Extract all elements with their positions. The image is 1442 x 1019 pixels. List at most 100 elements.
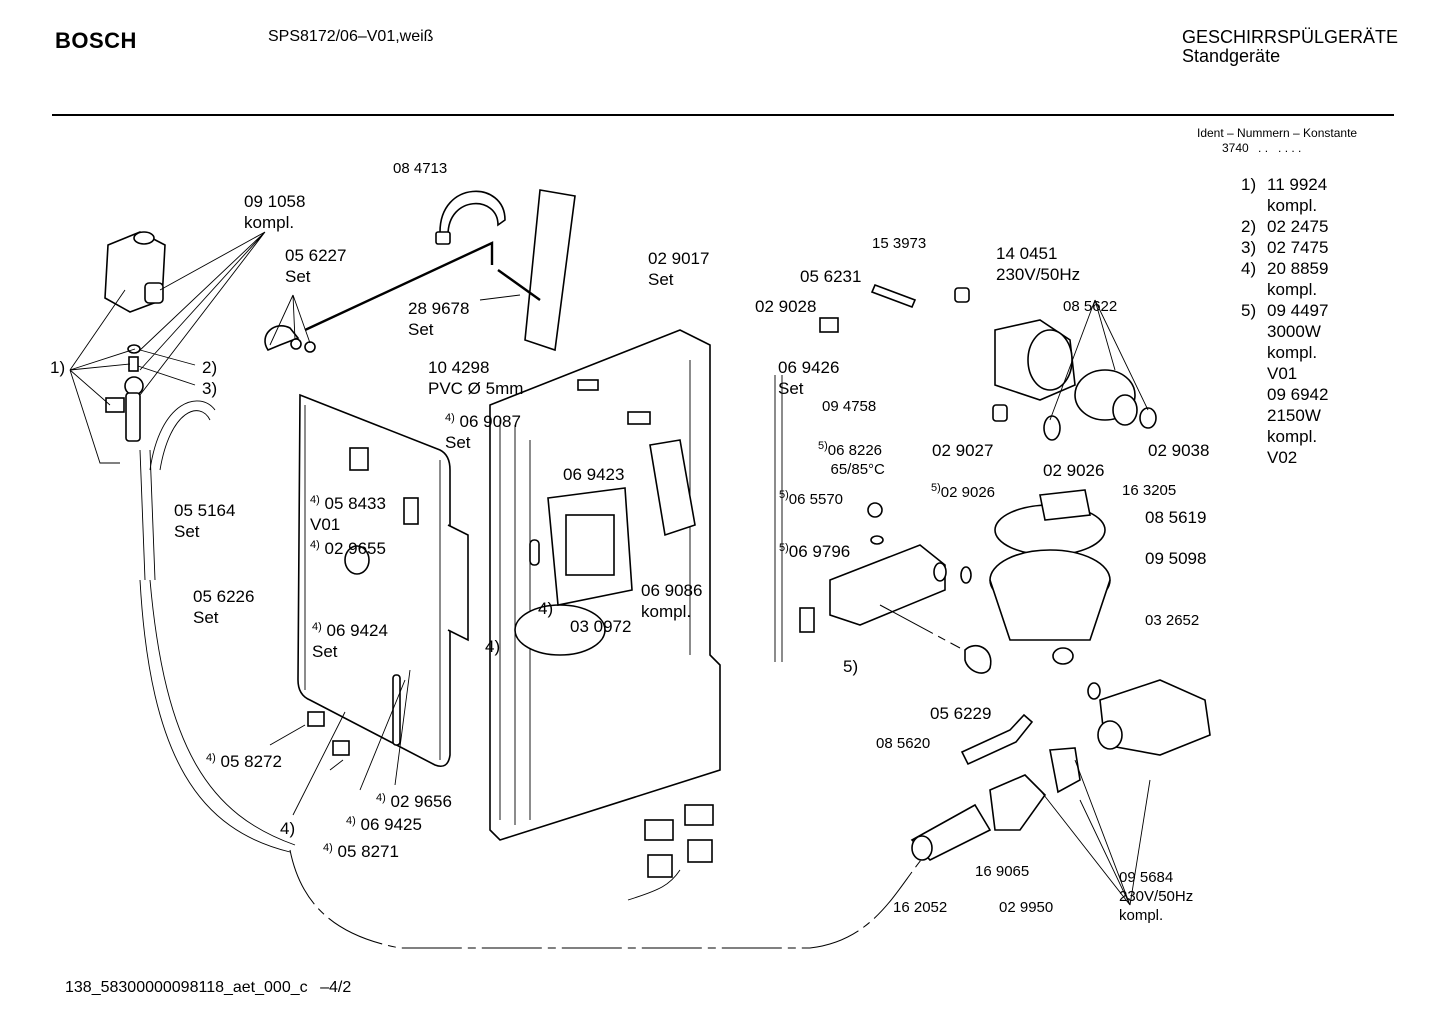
footnote-ref: 5) bbox=[779, 489, 789, 501]
footnote-ref: 4) bbox=[346, 815, 356, 827]
ident-constant: 3740 bbox=[1222, 141, 1249, 155]
ref-label-4-door[interactable]: 4) bbox=[538, 599, 554, 618]
door-panel bbox=[297, 393, 451, 768]
part-label-068226[interactable]: 5)06 8226 65/85°C bbox=[818, 437, 885, 479]
legend-row: kompl. bbox=[1241, 195, 1328, 216]
brand-logo: BOSCH bbox=[55, 28, 137, 53]
part-label-029017[interactable]: 02 9017 Set bbox=[648, 249, 710, 289]
legend-value: 09 4497 bbox=[1267, 301, 1329, 320]
category: GESCHIRRSPÜLGERÄTE Standgeräte bbox=[1182, 28, 1398, 66]
ident-block: Ident – Nummern – Konstante 3740 . . . .… bbox=[1197, 126, 1357, 156]
legend-value: 3000W bbox=[1267, 322, 1321, 341]
part-label-069426[interactable]: 06 9426 Set bbox=[778, 358, 840, 398]
part-label-094758[interactable]: 09 4758 bbox=[822, 398, 877, 415]
legend-value: 09 6942 bbox=[1267, 385, 1329, 404]
part-label-140451[interactable]: 14 0451 230V/50Hz bbox=[996, 244, 1081, 284]
part-label-058272[interactable]: 4) 05 8272 bbox=[206, 748, 282, 772]
part-label-029027[interactable]: 02 9027 bbox=[932, 441, 994, 460]
part-label-056229[interactable]: 05 6229 bbox=[930, 704, 992, 723]
ident-constant-row: 3740 . . . . . . bbox=[1197, 141, 1357, 156]
part-label-029656[interactable]: 4) 02 9656 bbox=[376, 788, 452, 812]
part-label-029038[interactable]: 02 9038 bbox=[1148, 441, 1210, 460]
inlet-valve bbox=[105, 344, 144, 442]
part-label-163205[interactable]: 16 3205 bbox=[1122, 482, 1177, 499]
hose-056229 bbox=[964, 644, 992, 674]
legend-row: 3)02 7475 bbox=[1241, 237, 1328, 258]
page-number: –4/2 bbox=[320, 979, 352, 996]
ref-label-2[interactable]: 2) bbox=[202, 358, 218, 377]
part-label-085622[interactable]: 08 5622 bbox=[1063, 298, 1118, 315]
inlet-hose bbox=[139, 449, 156, 581]
footnote-ref: 4) bbox=[323, 842, 333, 854]
part-label-065570[interactable]: 5)06 5570 bbox=[779, 486, 843, 509]
part-label-162052[interactable]: 16 2052 bbox=[893, 899, 948, 916]
part-number: 06 9425 bbox=[360, 815, 422, 834]
part-label-085620[interactable]: 08 5620 bbox=[876, 735, 931, 752]
part-label-030972[interactable]: 03 0972 bbox=[570, 617, 632, 636]
category-subtitle: Standgeräte bbox=[1182, 46, 1281, 66]
hose-holder bbox=[439, 190, 506, 237]
ref-label-4-cable[interactable]: 4) bbox=[280, 819, 296, 838]
model-number: SPS8172/06–V01,weiß bbox=[268, 28, 434, 45]
ref-label-1[interactable]: 1) bbox=[50, 358, 66, 377]
part-label-069424[interactable]: 4) 06 9424 Set bbox=[312, 617, 388, 662]
part-label-056226[interactable]: 05 6226 Set bbox=[193, 587, 255, 627]
assembly-outline bbox=[289, 849, 931, 949]
part-label-029950[interactable]: 02 9950 bbox=[999, 899, 1054, 916]
legend-value: 20 8859 bbox=[1267, 259, 1329, 278]
ref-label-5[interactable]: 5) bbox=[843, 657, 859, 676]
legend-ref: 2) bbox=[1241, 217, 1257, 236]
part-label-104298[interactable]: 10 4298 PVC Ø 5mm bbox=[428, 358, 524, 398]
part-label-029026-a[interactable]: 02 9026 bbox=[1043, 461, 1105, 480]
adapter-169065 bbox=[989, 774, 1047, 831]
door-seal bbox=[447, 524, 469, 642]
part-label-095098[interactable]: 09 5098 bbox=[1145, 549, 1207, 568]
header-divider bbox=[52, 114, 1394, 116]
part-label-029028[interactable]: 02 9028 bbox=[755, 297, 817, 316]
ref-label-4-seal[interactable]: 4) bbox=[485, 637, 501, 656]
part-label-095684[interactable]: 09 5684 230V/50Hz kompl. bbox=[1119, 869, 1194, 924]
part-label-289678[interactable]: 28 9678 Set bbox=[408, 299, 470, 339]
part-number: 02 9655 bbox=[324, 539, 386, 558]
sump-filter bbox=[989, 489, 1111, 665]
connector-set bbox=[644, 804, 714, 878]
part-label-029026-b[interactable]: 5)02 9026 bbox=[931, 479, 995, 502]
heater-block bbox=[829, 544, 946, 626]
part-label-056227[interactable]: 05 6227 Set bbox=[285, 246, 347, 286]
legend-row: kompl. bbox=[1241, 279, 1328, 300]
legend-value: V02 bbox=[1267, 448, 1298, 467]
part-label-058433[interactable]: 4) 05 8433 V01 bbox=[310, 490, 386, 535]
part-label-056231[interactable]: 05 6231 bbox=[800, 267, 862, 286]
part-number: 05 8271 bbox=[337, 842, 399, 861]
legend-value: kompl. bbox=[1267, 280, 1318, 299]
part-label-069423[interactable]: 06 9423 bbox=[563, 465, 625, 484]
legend-ref: 4) bbox=[1241, 259, 1257, 278]
footnote-ref: 4) bbox=[310, 494, 320, 506]
part-number: 06 9796 bbox=[788, 542, 851, 561]
part-label-069086[interactable]: 06 9086 kompl. bbox=[641, 581, 703, 621]
part-label-058271[interactable]: 4) 05 8271 bbox=[323, 838, 399, 862]
footer: 138_58300000098118_aet_000_c –4/2 bbox=[65, 979, 351, 997]
legend-row: 1) 11 9924 bbox=[1241, 174, 1328, 195]
part-label-153973[interactable]: 15 3973 bbox=[872, 235, 927, 252]
legend-value: 11 9924 bbox=[1267, 175, 1328, 194]
ident-dots: . . . . . . bbox=[1258, 141, 1302, 155]
part-label-069087[interactable]: 4) 06 9087 Set bbox=[445, 408, 521, 453]
part-label-169065[interactable]: 16 9065 bbox=[975, 863, 1030, 880]
part-label-091058[interactable]: 09 1058 kompl. bbox=[244, 192, 306, 232]
part-label-069425[interactable]: 4) 06 9425 bbox=[346, 811, 422, 835]
hose-085620 bbox=[960, 713, 1034, 766]
leader-lines-1 bbox=[69, 289, 136, 464]
legend-row: 5)09 4497 bbox=[1241, 300, 1328, 321]
part-label-069796[interactable]: 5)06 9796 bbox=[779, 538, 850, 562]
part-label-032652[interactable]: 03 2652 bbox=[1145, 612, 1200, 629]
legend-value: V01 bbox=[1267, 364, 1298, 383]
part-label-055164[interactable]: 05 5164 Set bbox=[174, 501, 236, 541]
ref-label-3[interactable]: 3) bbox=[202, 379, 218, 398]
part-label-084713[interactable]: 08 4713 bbox=[393, 160, 448, 177]
part-label-029655[interactable]: 4) 02 9655 bbox=[310, 535, 386, 559]
legend-row: V02 bbox=[1241, 447, 1328, 468]
legend-row: 09 6942 bbox=[1241, 384, 1328, 405]
legend-ref: 1) bbox=[1241, 175, 1257, 194]
part-label-085619[interactable]: 08 5619 bbox=[1145, 508, 1207, 527]
